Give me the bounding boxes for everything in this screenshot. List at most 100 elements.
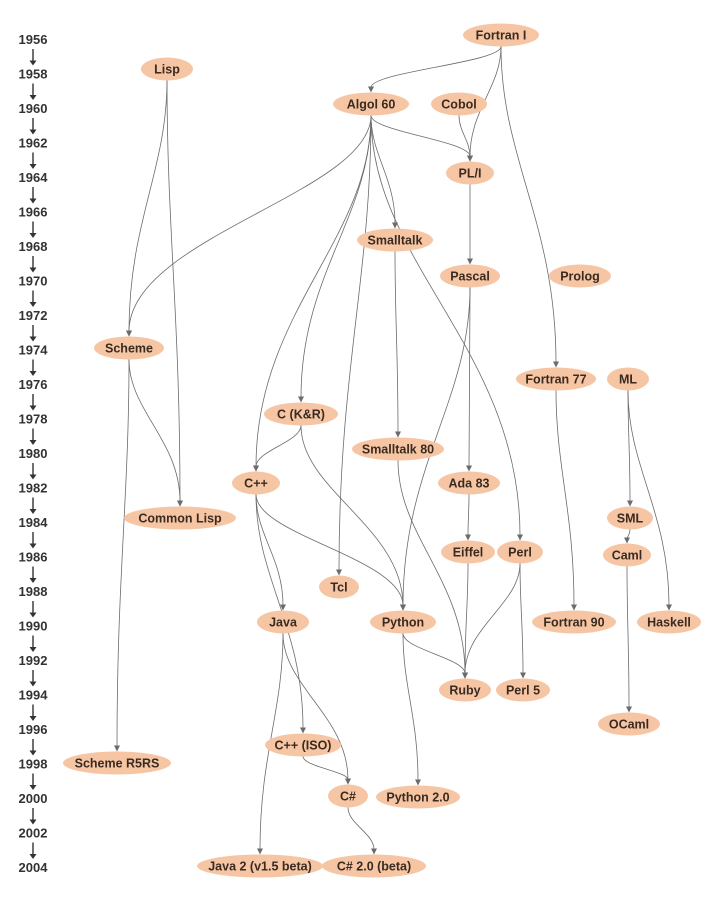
language-node-java: Java xyxy=(257,610,309,634)
node-label: Python xyxy=(382,616,424,630)
node-label: Smalltalk 80 xyxy=(362,443,434,457)
timeline-arrow-icon xyxy=(29,647,37,652)
timeline-arrow-icon xyxy=(29,440,37,445)
edge-arrow-icon xyxy=(177,500,183,507)
node-ellipse xyxy=(603,543,651,567)
edge-arrow-icon xyxy=(253,465,259,472)
language-node-cppiso: C++ (ISO) xyxy=(265,733,341,757)
edge-arrow-icon xyxy=(517,534,523,541)
node-ellipse xyxy=(265,733,341,757)
edge-arrow-icon xyxy=(553,361,559,368)
influence-edge xyxy=(255,115,372,467)
node-ellipse xyxy=(549,264,611,288)
influence-edge xyxy=(255,494,284,606)
language-node-python: Python xyxy=(370,610,436,634)
edge-arrow-icon xyxy=(395,431,401,438)
edge-arrow-icon xyxy=(400,604,406,611)
language-node-cpp: C++ xyxy=(232,471,280,495)
year-label: 1976 xyxy=(19,377,48,392)
year-label: 1998 xyxy=(19,757,48,772)
node-ellipse xyxy=(532,610,616,634)
language-node-python20: Python 2.0 xyxy=(376,785,460,809)
edge-arrow-icon xyxy=(371,848,377,855)
language-node-eiffel: Eiffel xyxy=(441,540,495,564)
language-node-ml: ML xyxy=(607,367,649,391)
influence-edge xyxy=(370,115,521,536)
influence-edge xyxy=(255,425,302,467)
node-ellipse xyxy=(440,264,500,288)
node-ellipse xyxy=(598,712,660,736)
year-label: 1966 xyxy=(19,205,48,220)
node-ellipse xyxy=(438,471,500,495)
timeline-arrow-icon xyxy=(29,681,37,687)
node-ellipse xyxy=(94,336,164,360)
edge-arrow-icon xyxy=(467,155,473,162)
influence-edges xyxy=(114,46,672,855)
node-label: Java xyxy=(269,616,298,630)
node-ellipse xyxy=(637,610,701,634)
node-ellipse xyxy=(441,540,495,564)
node-ellipse xyxy=(431,92,487,116)
year-label: 2002 xyxy=(19,826,48,841)
edge-arrow-icon xyxy=(415,779,421,786)
node-ellipse xyxy=(439,678,491,702)
node-ellipse xyxy=(124,506,236,530)
node-ellipse xyxy=(322,854,426,878)
year-label: 1978 xyxy=(19,412,48,427)
influence-edge xyxy=(300,115,372,398)
node-ellipse xyxy=(607,506,653,530)
edge-arrow-icon xyxy=(336,569,342,576)
influence-edge xyxy=(464,563,469,674)
timeline-arrow-icon xyxy=(29,854,37,859)
node-ellipse xyxy=(496,678,550,702)
influence-edge xyxy=(347,807,375,850)
language-node-perl5: Perl 5 xyxy=(496,678,550,702)
node-ellipse xyxy=(264,402,338,426)
year-label: 1960 xyxy=(19,101,48,116)
edge-arrow-icon xyxy=(368,86,374,93)
node-label: Perl xyxy=(508,546,532,560)
edge-arrow-icon xyxy=(626,706,632,713)
node-label: Scheme R5RS xyxy=(75,757,160,771)
timeline-arrow-icon xyxy=(29,267,37,273)
influence-edge xyxy=(255,494,404,606)
language-node-perl: Perl xyxy=(497,540,543,564)
timeline-arrow-icon xyxy=(29,336,37,342)
node-label: Smalltalk xyxy=(368,234,423,248)
node-label: Prolog xyxy=(560,270,600,284)
timeline-arrow-icon xyxy=(29,198,37,204)
influence-edge xyxy=(467,494,470,536)
timeline-arrow-icon xyxy=(29,543,37,549)
timeline-arrow-icon xyxy=(29,95,37,100)
timeline-arrow-icon xyxy=(29,716,37,721)
year-label: 2004 xyxy=(19,860,49,875)
timeline-arrow-icon xyxy=(29,405,37,411)
node-ellipse xyxy=(232,471,280,495)
timeline-arrow-icon xyxy=(29,129,37,135)
influence-edge xyxy=(464,563,521,674)
influence-edge xyxy=(282,633,349,780)
node-ellipse xyxy=(141,57,193,81)
influence-edge xyxy=(370,115,396,224)
language-node-ruby: Ruby xyxy=(439,678,491,702)
language-node-csharp: C# xyxy=(328,784,368,808)
node-label: C# xyxy=(340,790,356,804)
influence-edge xyxy=(500,46,557,363)
language-node-fortran90: Fortran 90 xyxy=(532,610,616,634)
node-label: C# 2.0 (beta) xyxy=(337,860,411,874)
node-ellipse xyxy=(63,751,171,775)
year-label: 1972 xyxy=(19,308,48,323)
timeline-arrow-icon xyxy=(29,60,37,66)
edge-arrow-icon xyxy=(624,537,630,544)
node-ellipse xyxy=(370,610,436,634)
year-label: 1964 xyxy=(19,170,49,185)
node-ellipse xyxy=(376,785,460,809)
language-node-ada83: Ada 83 xyxy=(438,471,500,495)
timeline-arrow-icon xyxy=(29,164,37,169)
edge-arrow-icon xyxy=(571,604,577,611)
node-ellipse xyxy=(319,575,359,599)
node-label: Fortran 77 xyxy=(525,373,586,387)
language-node-haskell: Haskell xyxy=(637,610,701,634)
node-ellipse xyxy=(446,161,494,185)
